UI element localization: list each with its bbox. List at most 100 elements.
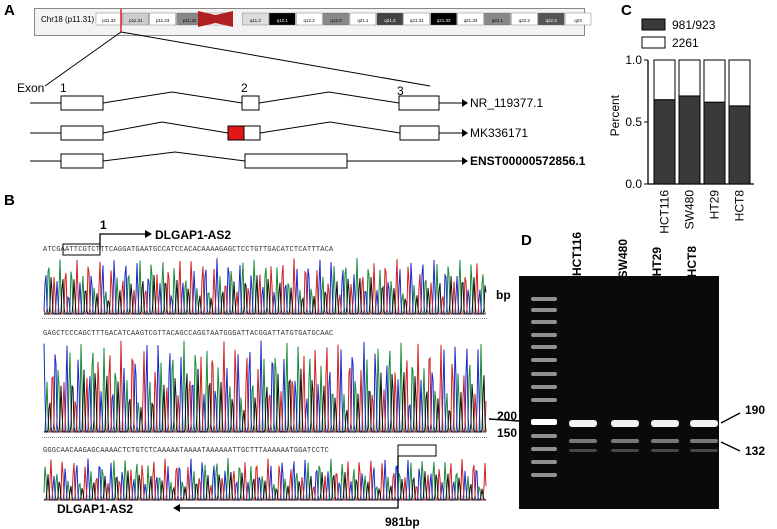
band-190-lane-3	[651, 420, 679, 427]
band-label: q12.2	[304, 18, 316, 23]
ladder-band	[531, 434, 557, 438]
band-q22.2	[511, 12, 538, 26]
legend-swatch-0	[641, 18, 666, 31]
ladder-mark-200: 200	[497, 409, 518, 423]
x-tick-label: SW480	[683, 190, 697, 230]
band-q21.31	[403, 12, 430, 26]
ladder-band	[531, 447, 557, 451]
exon-number-2: 2	[241, 81, 248, 95]
x-tick-label: HT29	[708, 190, 722, 220]
exon-number-3: 3	[397, 84, 404, 98]
band-label: q21.1	[357, 18, 369, 23]
band-q12.1	[269, 12, 296, 26]
band-q22.3	[538, 12, 565, 26]
sequence-row-3: GGGCAACAAGAGCAAAACTCTGTCTCAAAAATAAAATAAA…	[43, 447, 330, 455]
gene-label-bottom: DLGAP1-AS2	[57, 502, 134, 516]
panel-a-letter: A	[4, 2, 15, 19]
x-tick-label: HCT116	[658, 190, 672, 234]
exon-number-1: 1	[60, 81, 67, 95]
band-q12.2	[296, 12, 323, 26]
ladder-band	[531, 385, 557, 389]
band-label: p11.31	[129, 18, 143, 23]
ladder-band	[531, 333, 557, 337]
trace-row3-t	[44, 458, 487, 501]
band-label: q21.32	[437, 18, 451, 23]
exon-mark-b: 1	[100, 218, 107, 232]
y-tick-label: 1.0	[625, 53, 642, 67]
bar-HT29-2261	[703, 59, 726, 103]
band-190-lane-4	[690, 420, 718, 427]
gel-unit: bp	[496, 288, 511, 302]
band-label: p11.22	[183, 18, 197, 23]
bp-note: 981bp	[385, 515, 420, 529]
chromosome-label: Chr18 (p11.31)	[41, 15, 95, 24]
band-132-lane-1	[569, 439, 597, 443]
gene-label-top: DLGAP1-AS2	[155, 228, 232, 242]
separator-1	[42, 318, 487, 319]
legend-label-0: 981/923	[672, 18, 716, 32]
band-q12.3	[322, 12, 350, 26]
band-label: q21.33	[464, 18, 478, 23]
band-p11.32	[95, 12, 123, 26]
band-faint-lane-2	[611, 449, 639, 452]
ladder-mark-150: 150	[497, 426, 518, 440]
band-label: q23	[574, 18, 582, 23]
band-label: q21.2	[384, 18, 396, 23]
exon-label: Exon	[17, 81, 45, 95]
gel-image	[519, 276, 719, 509]
band-q21.2	[376, 12, 403, 26]
sequence-row-2: GAGCTCCCAGCTTTGACATCAAGTCGTTACAGCCAGGTAA…	[43, 330, 334, 338]
trace-row1-a	[44, 274, 487, 315]
band-faint-lane-1	[569, 449, 597, 452]
x-tick-label: HCT8	[733, 190, 747, 222]
bar-SW480-2261	[678, 59, 701, 97]
band-p11.31	[122, 12, 149, 26]
band-p11.23	[149, 12, 176, 26]
band-label: q21.31	[410, 18, 424, 23]
ladder-band	[531, 345, 557, 349]
band-132-lane-3	[651, 439, 679, 443]
panel-c-letter: C	[621, 2, 632, 19]
gel-lane-label-2: SW480	[616, 239, 630, 279]
band-label: q22.1	[492, 18, 504, 23]
band-132-lane-4	[690, 439, 718, 443]
trace-row2-g	[43, 340, 486, 433]
band-132-lane-2	[611, 439, 639, 443]
legend-swatch-1	[641, 36, 666, 49]
band-q21.33	[457, 12, 484, 26]
gel-lane-label-1: HCT116	[570, 232, 584, 277]
band-label: q12.3	[330, 18, 342, 23]
ladder-band	[531, 320, 557, 324]
transcript-label-3: ENST00000572856.1	[470, 154, 586, 168]
panel-b-letter: B	[4, 192, 15, 209]
panel-d-letter: D	[521, 232, 532, 249]
trace-row3-a	[44, 470, 486, 501]
marker-line-190	[720, 412, 741, 424]
sequence-row-1: ATCGAATTCGTCTTTCAGGATGAATGCCATCCACACAAAA…	[43, 246, 334, 254]
band-label: p11.32	[102, 18, 116, 23]
band-q22.1	[484, 12, 511, 26]
ladder-band	[531, 419, 557, 425]
gel-lane-label-4: HCT8	[685, 246, 699, 278]
band-q11.2	[242, 12, 269, 26]
band-190-lane-2	[611, 420, 639, 427]
band-q23	[564, 12, 592, 26]
band-label: q12.1	[277, 18, 289, 23]
trace-row2-a	[44, 368, 487, 433]
band-190-lane-1	[569, 420, 597, 427]
marker-line-132	[720, 441, 741, 452]
legend-label-1: 2261	[672, 36, 699, 50]
ladder-band	[531, 398, 557, 402]
band-q21.1	[349, 12, 377, 26]
band-label: q22.3	[546, 18, 558, 23]
band-label: q22.2	[519, 18, 531, 23]
ladder-band	[531, 358, 557, 362]
transcript-label-1: NR_119377.1	[470, 96, 544, 110]
band-q21.32	[430, 12, 457, 26]
bar-HCT8-2261	[728, 59, 751, 107]
band-label: q11.2	[250, 18, 261, 23]
ideogram-bands: p11.32p11.31p11.23p11.22p11.21q11.2q12.1…	[44, 9, 592, 87]
